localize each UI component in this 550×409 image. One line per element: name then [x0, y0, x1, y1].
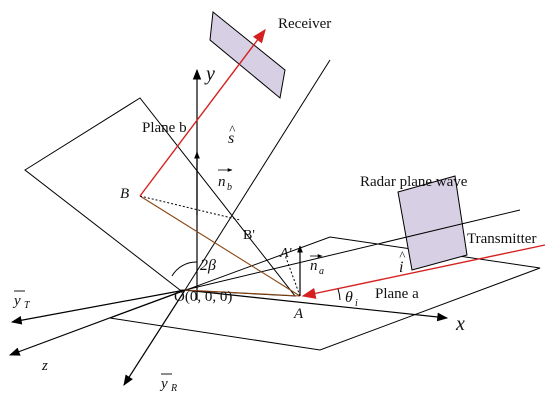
- x-axis: [184, 289, 449, 322]
- plane-a: [109, 236, 541, 351]
- svg-text:T: T: [24, 300, 31, 311]
- z-axis-label: z: [41, 358, 48, 374]
- svg-text:b: b: [227, 182, 232, 193]
- svg-text:n: n: [310, 258, 318, 274]
- yR-axis: [123, 289, 186, 386]
- receiver-label: Receiver: [278, 16, 331, 32]
- vector-na-label: n a: [310, 258, 324, 277]
- svg-text:y: y: [12, 293, 21, 309]
- yT-axis: [10, 289, 186, 325]
- svg-text:θ: θ: [345, 289, 353, 306]
- vector-i-hat-label: ^ i: [399, 248, 406, 276]
- yT-axis-upper: [184, 209, 521, 291]
- radar-plane-wave: [397, 175, 468, 271]
- z-axis: [8, 289, 186, 356]
- theta-i-label: θ i: [345, 289, 358, 309]
- plane-a-label: Plane a: [375, 286, 419, 302]
- receiver-wavefront: [209, 11, 286, 99]
- line-O-A: [184, 289, 301, 297]
- y-axis-label: y: [204, 63, 215, 85]
- point-B-prime-label: B': [243, 228, 255, 243]
- vector-nb-label: n b: [218, 174, 232, 193]
- angle-2beta-label: 2β: [200, 257, 216, 274]
- svg-text:a: a: [319, 266, 324, 277]
- radar-plane-wave-label: Radar plane wave: [360, 174, 468, 190]
- point-A-label: A: [293, 306, 304, 322]
- yR-axis-upper: [184, 59, 331, 291]
- svg-text:R: R: [170, 383, 177, 394]
- plane-b-label: Plane b: [142, 120, 187, 136]
- dotted-B-Bprime: [139, 195, 241, 221]
- point-B-label: B: [120, 186, 129, 202]
- angle-2beta-arc: [171, 261, 198, 277]
- dotted-A-Aprime: [284, 254, 301, 297]
- svg-text:n: n: [218, 174, 226, 190]
- yR-axis-label: y R: [159, 373, 177, 394]
- origin-label: O(0, 0, 0): [174, 289, 232, 305]
- point-A-prime-label: A': [279, 246, 293, 261]
- line-B-A: [139, 195, 301, 297]
- vector-s-hat-label: ^ s: [228, 122, 236, 147]
- scattered-ray: [139, 28, 266, 197]
- svg-text:^: ^: [399, 248, 406, 263]
- transmitter-label: Transmitter: [467, 231, 536, 247]
- svg-text:s: s: [228, 130, 234, 147]
- incident-ray: [301, 244, 546, 299]
- svg-text:y: y: [159, 376, 168, 392]
- angle-theta-arc: [337, 288, 341, 301]
- svg-text:^: ^: [229, 122, 236, 137]
- svg-text:i: i: [399, 259, 403, 276]
- yT-axis-label: y T: [12, 290, 31, 311]
- x-axis-label: x: [455, 313, 465, 335]
- svg-text:i: i: [355, 298, 358, 309]
